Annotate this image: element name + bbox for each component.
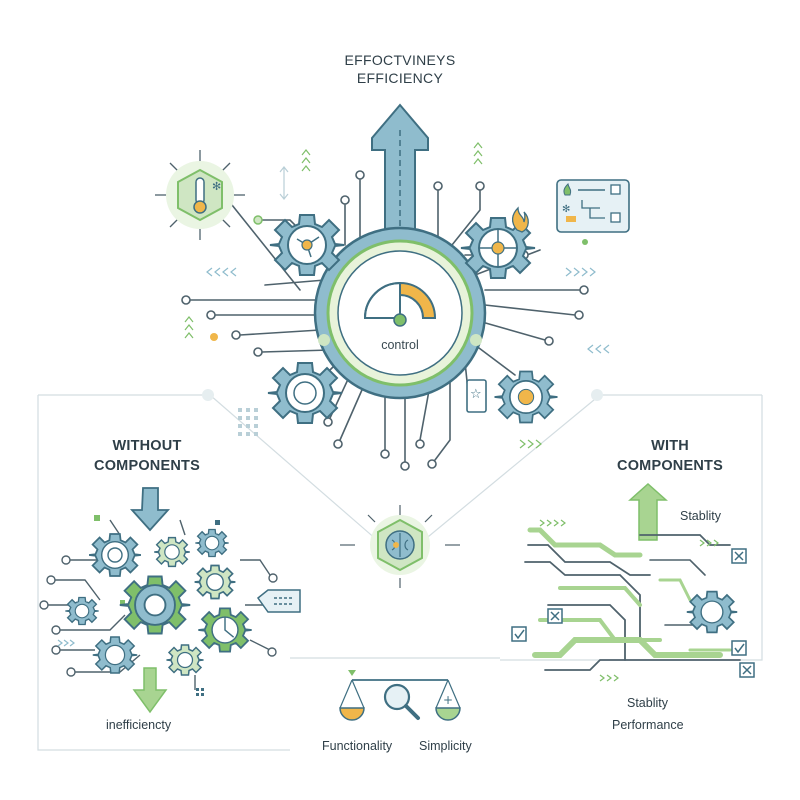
right-heading-line2: COMPONENTS bbox=[617, 458, 723, 474]
hub-label: control bbox=[381, 338, 419, 352]
diagram-title-line2: EFFICIENCY bbox=[356, 70, 444, 86]
diagram-title-line1: EFFOCTVINEYS bbox=[344, 52, 456, 68]
gear-icon bbox=[269, 214, 345, 276]
svg-text:+: + bbox=[443, 693, 453, 707]
gear-icon bbox=[165, 644, 205, 676]
gear-icon bbox=[64, 596, 100, 626]
balance-scale-icon: + bbox=[339, 670, 461, 721]
dot-grid-decoration bbox=[196, 688, 204, 696]
checkbox-icon bbox=[731, 640, 747, 656]
magnifier-icon bbox=[383, 683, 420, 720]
tangled-nodes bbox=[39, 555, 278, 677]
arrow-up-icon bbox=[371, 103, 429, 256]
left-heading-line1: WITHOUT bbox=[112, 438, 182, 454]
svg-text:✻: ✻ bbox=[562, 204, 570, 215]
gear-icon bbox=[118, 575, 192, 635]
gear-icon bbox=[193, 564, 237, 600]
chevron-decorations bbox=[539, 519, 719, 682]
control-gauge-icon bbox=[363, 281, 437, 327]
circuit-nodes bbox=[181, 170, 589, 471]
svg-text:✻: ✻ bbox=[212, 180, 221, 193]
circuit-accent-nodes bbox=[210, 215, 588, 341]
left-heading-line2: COMPONENTS bbox=[94, 458, 200, 474]
checkbox-icon bbox=[511, 626, 527, 642]
star-card-icon: ☆ bbox=[466, 379, 487, 413]
checkbox-icon bbox=[547, 608, 563, 624]
brain-icon bbox=[340, 505, 460, 588]
arrow-up-icon bbox=[628, 482, 668, 541]
circuit-lines bbox=[189, 179, 581, 463]
left-footer-label: inefficiencty bbox=[106, 718, 172, 732]
svg-text:☆: ☆ bbox=[470, 387, 482, 402]
flow-lines bbox=[524, 527, 741, 671]
frame-node-left bbox=[202, 389, 214, 401]
gear-icon bbox=[460, 217, 536, 279]
right-tag-performance: Performance bbox=[612, 718, 684, 732]
right-tag-stability: Stablity bbox=[627, 696, 668, 710]
flame-icon bbox=[511, 206, 529, 233]
right-tag-top: Stablity bbox=[680, 509, 721, 523]
chevron-decorations bbox=[57, 639, 75, 647]
checkbox-icon bbox=[731, 548, 747, 564]
dot-grid-decoration bbox=[238, 408, 258, 436]
gear-icon bbox=[267, 362, 343, 424]
gear-icon bbox=[153, 536, 191, 568]
control-hub bbox=[313, 226, 487, 400]
panel-frames bbox=[37, 394, 763, 751]
gear-icon bbox=[197, 607, 253, 653]
tangled-node-accents bbox=[94, 515, 220, 605]
flowchart-card-icon: ✻ bbox=[556, 179, 630, 233]
bottom-left-label: Functionality bbox=[322, 739, 393, 753]
gear-icon bbox=[92, 636, 138, 674]
checkbox-icon bbox=[739, 662, 755, 678]
gear-icon bbox=[194, 528, 230, 558]
gear-icon bbox=[88, 533, 142, 577]
arrow-down-icon bbox=[132, 667, 168, 714]
bottom-right-label: Simplicity bbox=[419, 739, 472, 753]
frame-node-right bbox=[591, 389, 603, 401]
chevron-decorations bbox=[184, 142, 610, 449]
thermometer-icon: ✻ bbox=[155, 150, 245, 240]
gear-icon bbox=[685, 590, 739, 634]
right-heading-line1: WITH bbox=[651, 438, 689, 454]
tag-icon bbox=[256, 589, 301, 613]
arrow-down-icon bbox=[129, 487, 171, 532]
gear-icon bbox=[493, 370, 559, 424]
